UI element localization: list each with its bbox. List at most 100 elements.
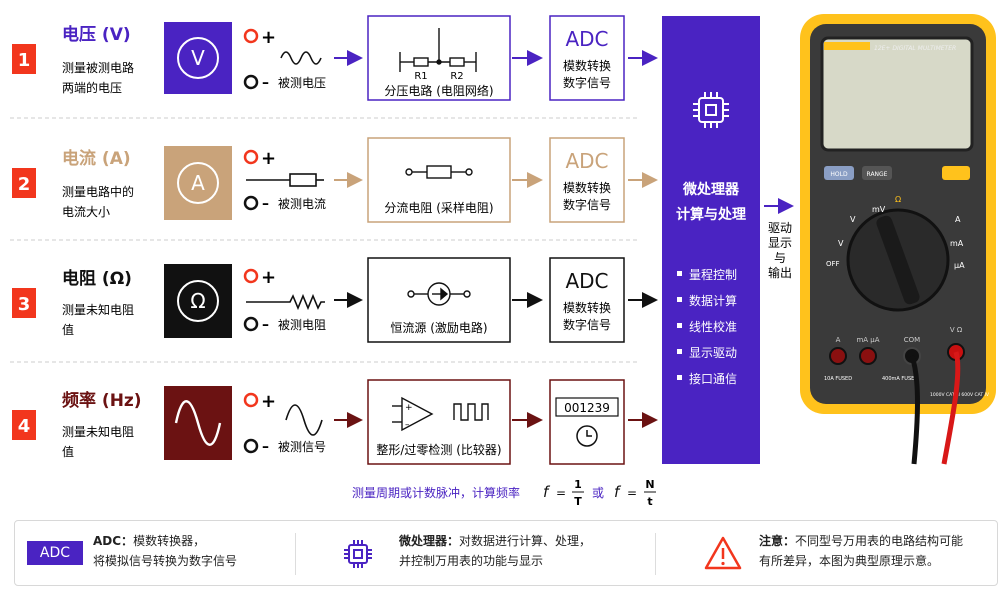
adc-desc: 模数转换	[563, 180, 611, 195]
resistor-label: R2	[450, 71, 463, 82]
row-desc: 电流大小	[62, 205, 110, 219]
adc-box	[549, 137, 625, 223]
hold-button[interactable]	[824, 166, 854, 180]
jack-label: mA μA	[856, 336, 879, 344]
block-label: 分流电阻 (采样电阻)	[384, 200, 493, 215]
meter-circle-icon	[177, 162, 219, 204]
adc-legend-badge: ADC	[27, 541, 83, 565]
row-desc: 测量电路中的	[62, 184, 134, 199]
plus-sign: +	[261, 267, 276, 288]
negative-terminal-icon	[243, 74, 259, 90]
cpu-function-item: 显示驱动	[689, 346, 737, 360]
comparator-minus: –	[405, 420, 410, 430]
row-title: 频率 (Hz)	[62, 390, 142, 411]
mode-button[interactable]	[942, 166, 970, 180]
block-label: 整形/过零检测 (比较器)	[376, 442, 501, 457]
formula-eq: =	[627, 486, 637, 500]
range-label: RANGE	[867, 171, 888, 178]
fuse-label: 10A FUSED	[824, 376, 852, 382]
counter-display	[555, 397, 619, 417]
jack-ma[interactable]	[859, 347, 877, 365]
negative-terminal-icon	[243, 438, 259, 454]
current-source-icon	[407, 282, 471, 306]
cpu-function-list: 量程控制 数据计算 线性校准 显示驱动 接口通信	[677, 267, 737, 386]
hold-label: HOLD	[830, 171, 848, 178]
row-desc: 两端的电压	[62, 80, 122, 95]
block-box	[367, 379, 511, 465]
positive-terminal-icon	[243, 392, 259, 408]
row-desc: 测量未知电阻	[62, 425, 134, 439]
cpu-function-item: 量程控制	[689, 267, 737, 282]
row-desc: 值	[62, 444, 74, 459]
row-desc: 测量被测电路	[62, 60, 134, 75]
jack-label: A	[836, 336, 841, 344]
legend-panel: ADC ADC：模数转换器， 将模拟信号转换为数字信号 微处理器：对数据进行计算…	[14, 520, 998, 586]
signal-label: 被测信号	[278, 440, 326, 454]
formula-or: 或	[592, 486, 604, 500]
formula-denominator: T	[574, 495, 582, 508]
resistor-zigzag-icon	[246, 293, 325, 311]
signal-label: 被测电流	[278, 197, 326, 211]
meter-circle-icon	[177, 280, 219, 322]
multimeter-principle-diagram: 1 电压 (V) 测量被测电路 两端的电压 V + – 被测电压 R1 R2 分…	[10, 14, 996, 508]
dial-mode-label: V	[850, 215, 856, 224]
dial-mode-label: mV	[872, 205, 886, 214]
formula-numerator: N	[645, 478, 654, 491]
step-number-badge	[12, 410, 36, 440]
cpu-function-item: 接口通信	[689, 371, 737, 386]
row-title: 电流 (A)	[62, 148, 131, 169]
dial-off-label: OFF	[826, 260, 840, 268]
legend-desc: 不同型号万用表的电路结构可能	[795, 534, 964, 548]
legend-desc: 并控制万用表的功能与显示	[399, 554, 544, 568]
row-current: 2 电流 (A) 测量电路中的 电流大小 A + – 被测电流 分流电阻 (采样…	[12, 137, 658, 223]
adc-desc: 数字信号	[563, 75, 611, 90]
meter-brand-tag	[824, 42, 870, 50]
block-box	[367, 257, 511, 343]
step-number-badge	[12, 288, 36, 318]
range-button[interactable]	[862, 166, 892, 180]
block-label: 恒流源 (激励电路)	[390, 320, 487, 335]
negative-terminal-icon	[243, 195, 259, 211]
positive-terminal-icon	[243, 149, 259, 165]
meter-brand: 12E+ DIGITAL MULTIMETER	[874, 45, 956, 52]
plus-sign: +	[261, 27, 276, 48]
legend-desc: 对数据进行计算、处理，	[459, 534, 592, 548]
ohmmeter-symbol-box	[164, 264, 232, 338]
formula-denominator: t	[647, 495, 652, 508]
dial-mode-label: V	[838, 239, 844, 248]
dial-mode-label: A	[955, 215, 961, 224]
adc-title: ADC	[565, 149, 608, 173]
meter-circle-icon	[177, 37, 219, 79]
output-label: 与	[774, 251, 786, 265]
multimeter-illustration: 12E+ DIGITAL MULTIMETER HOLD RANGE OFF m…	[800, 14, 996, 465]
adc-title: ADC	[565, 27, 608, 51]
adc-desc: 模数转换	[563, 58, 611, 73]
cpu-title: 计算与处理	[676, 206, 746, 223]
step-number-badge	[12, 168, 36, 198]
microprocessor-block: 微处理器 计算与处理 量程控制 数据计算 线性校准 显示驱动 接口通信	[662, 16, 760, 464]
row-voltage: 1 电压 (V) 测量被测电路 两端的电压 V + – 被测电压 R1 R2 分…	[12, 15, 658, 101]
sine-signal-icon	[285, 404, 323, 436]
minus-sign: –	[262, 317, 269, 333]
row-desc: 测量未知电阻	[62, 303, 134, 317]
jack-10a[interactable]	[829, 347, 847, 365]
dial-mode-label: μA	[954, 261, 965, 270]
positive-terminal-icon	[243, 28, 259, 44]
adc-box	[549, 257, 625, 343]
formula-f: f	[614, 483, 622, 501]
step-number: 1	[18, 50, 31, 71]
negative-terminal-icon	[243, 316, 259, 332]
legend-desc: 有所差异，本图为典型原理示意。	[759, 554, 940, 568]
signal-label: 被测电阻	[278, 318, 326, 332]
counter-box	[549, 379, 625, 465]
step-number: 3	[18, 294, 31, 315]
ammeter-symbol-box	[164, 146, 232, 220]
clock-hands-icon	[586, 430, 592, 437]
minus-sign: –	[262, 75, 269, 91]
voltmeter-symbol-box	[164, 22, 232, 94]
legend-desc: 模数转换器，	[133, 534, 206, 548]
cpu-legend-text: 微处理器：对数据进行计算、处理， 并控制万用表的功能与显示	[399, 531, 591, 571]
row-title: 电阻 (Ω)	[62, 268, 132, 289]
adc-legend-text: ADC：模数转换器， 将模拟信号转换为数字信号	[93, 531, 237, 571]
shunt-circuit-icon	[405, 165, 473, 179]
